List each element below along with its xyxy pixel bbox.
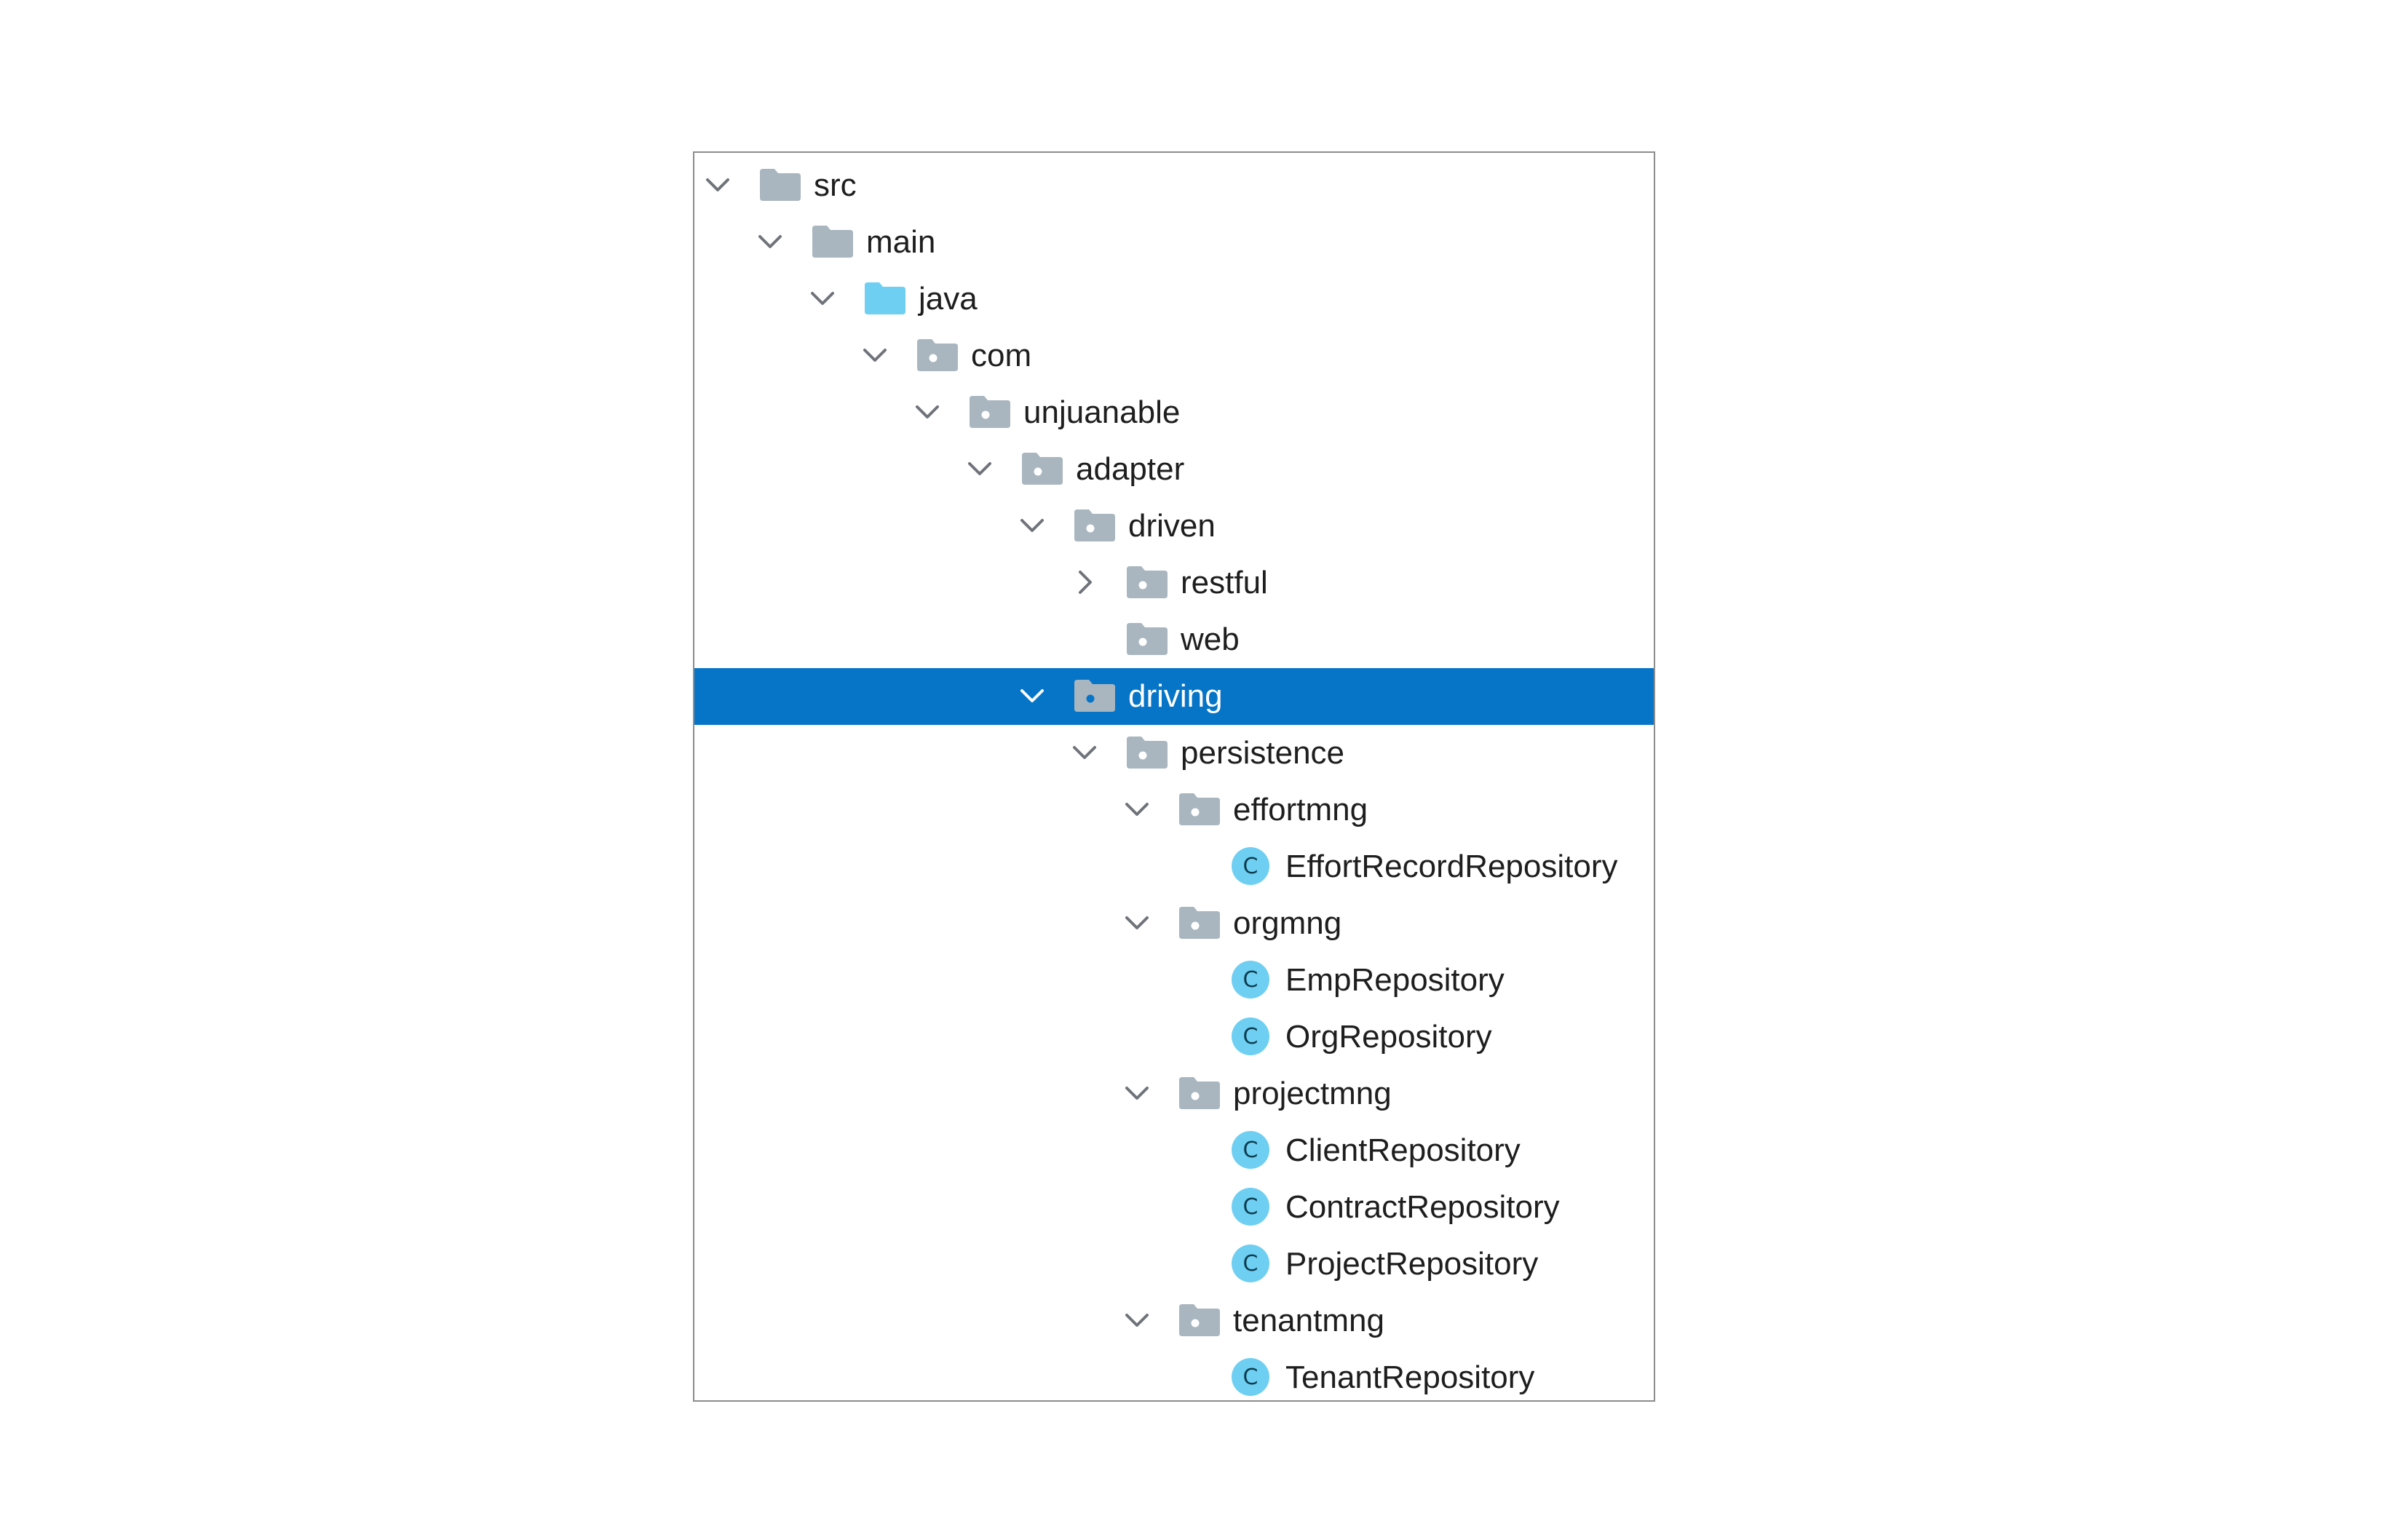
tree-row-clientrepository[interactable]: C ClientRepository [694, 1122, 1654, 1179]
class-icon: C [1230, 846, 1274, 885]
svg-text:C: C [1243, 1138, 1259, 1163]
svg-text:C: C [1243, 967, 1259, 993]
tree-row-label: com [971, 338, 1032, 373]
package-icon [1020, 450, 1064, 488]
tree-row-label: EffortRecordRepository [1285, 849, 1618, 884]
tree-row-tenantrepository[interactable]: C TenantRepository [694, 1349, 1654, 1400]
svg-text:C: C [1243, 1251, 1259, 1277]
tree-row-web[interactable]: web [694, 611, 1654, 668]
chevron-down-icon[interactable] [1066, 734, 1103, 771]
chevron-down-icon[interactable] [751, 223, 789, 261]
tree-row-label: orgmng [1233, 905, 1342, 941]
svg-text:C: C [1243, 1194, 1259, 1220]
chevron-down-icon[interactable] [1118, 1074, 1156, 1112]
chevron-down-icon[interactable] [804, 279, 841, 317]
class-icon: C [1230, 1186, 1274, 1226]
tree-row-src[interactable]: src [694, 157, 1654, 214]
tree-row-label: effortmng [1233, 792, 1368, 827]
chevron-down-icon[interactable] [1013, 677, 1051, 715]
tree-row-label: java [919, 281, 978, 317]
svg-text:C: C [1243, 1024, 1259, 1049]
folder-icon [758, 166, 802, 204]
chevron-down-icon[interactable] [699, 166, 737, 204]
package-icon [1073, 507, 1117, 544]
tree-row-label: src [814, 167, 857, 203]
tree-row-label: driving [1128, 678, 1223, 714]
chevron-down-icon[interactable] [1013, 507, 1051, 544]
tree-row-label: TenantRepository [1285, 1360, 1535, 1395]
class-icon: C [1230, 1130, 1274, 1169]
tree-row-com[interactable]: com [694, 328, 1654, 384]
tree-row-label: tenantmng [1233, 1303, 1384, 1338]
tree-row-effortrecordrepository[interactable]: C EffortRecordRepository [694, 838, 1654, 895]
svg-text:C: C [1243, 1365, 1259, 1390]
tree-row-main[interactable]: main [694, 214, 1654, 271]
tree-row-unjuanable[interactable]: unjuanable [694, 384, 1654, 441]
tree-row-effortmng[interactable]: effortmng [694, 782, 1654, 838]
tree-row-label: web [1181, 622, 1240, 657]
tree-row-orgmng[interactable]: orgmng [694, 895, 1654, 952]
package-icon [1125, 734, 1169, 771]
chevron-down-icon[interactable] [908, 393, 946, 431]
class-icon: C [1230, 1016, 1274, 1055]
chevron-down-icon[interactable] [856, 336, 894, 374]
tree-row-persistence[interactable]: persistence [694, 725, 1654, 782]
package-icon [1178, 1074, 1221, 1112]
tree-row-driven[interactable]: driven [694, 498, 1654, 555]
chevron-down-icon[interactable] [961, 450, 999, 488]
package-icon [1125, 620, 1169, 658]
tree-row-label: driven [1128, 508, 1216, 544]
folder-icon [811, 223, 855, 261]
tree-row-label: main [866, 224, 936, 260]
tree-row-adapter[interactable]: adapter [694, 441, 1654, 498]
source-folder-icon [863, 279, 907, 317]
class-icon: C [1230, 959, 1274, 999]
tree-row-restful[interactable]: restful [694, 555, 1654, 611]
tree-row-label: persistence [1181, 735, 1345, 771]
tree-row-label: ProjectRepository [1285, 1246, 1539, 1282]
tree-row-driving[interactable]: driving [694, 668, 1654, 725]
tree-row-label: EmpRepository [1285, 962, 1505, 998]
tree-row-java[interactable]: java [694, 271, 1654, 328]
chevron-down-icon[interactable] [1118, 1301, 1156, 1339]
tree-row-label: adapter [1076, 451, 1185, 487]
tree-row-label: ClientRepository [1285, 1132, 1521, 1168]
tree-row-label: projectmng [1233, 1076, 1392, 1111]
package-icon [916, 336, 959, 374]
package-icon [1178, 1301, 1221, 1339]
tree-row-label: unjuanable [1023, 394, 1181, 430]
tree-row-tenantmng[interactable]: tenantmng [694, 1293, 1654, 1349]
package-icon [968, 393, 1012, 431]
package-icon [1073, 677, 1117, 715]
tree-row-projectmng[interactable]: projectmng [694, 1065, 1654, 1122]
chevron-down-icon[interactable] [1118, 904, 1156, 942]
tree-row-emprepository[interactable]: C EmpRepository [694, 952, 1654, 1009]
class-icon: C [1230, 1243, 1274, 1282]
package-icon [1178, 790, 1221, 828]
svg-text:C: C [1243, 854, 1259, 879]
package-icon [1178, 904, 1221, 942]
tree-row-label: restful [1181, 565, 1268, 600]
chevron-right-icon[interactable] [1066, 563, 1103, 601]
tree-row-label: ContractRepository [1285, 1189, 1560, 1225]
chevron-down-icon[interactable] [1118, 790, 1156, 828]
class-icon: C [1230, 1357, 1274, 1396]
tree-row-contractrepository[interactable]: C ContractRepository [694, 1179, 1654, 1236]
tree-row-projectrepository[interactable]: C ProjectRepository [694, 1236, 1654, 1293]
package-icon [1125, 563, 1169, 601]
tree-row-orgrepository[interactable]: C OrgRepository [694, 1009, 1654, 1065]
tree-row-label: OrgRepository [1285, 1019, 1492, 1055]
